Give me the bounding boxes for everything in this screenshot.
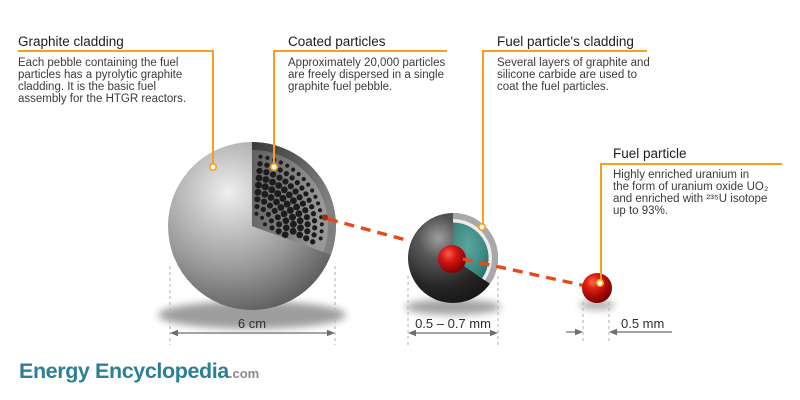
callout-fuel-particle: Fuel particle Highly enriched uranium in… <box>613 146 769 218</box>
callout-title: Coated particles <box>288 34 386 49</box>
dimension-arrows <box>176 331 672 334</box>
callout-body: Several layers of graphite and silicone … <box>497 57 650 93</box>
highlighted-particle-dot <box>321 214 329 221</box>
endpoint-dot-icon <box>595 278 604 287</box>
callout-title: Graphite cladding <box>18 34 124 49</box>
dimension-arrowheads <box>170 328 617 337</box>
pebble-shadow <box>158 301 346 329</box>
endpoint-dot-icon <box>477 223 486 232</box>
leader-particle-cladding <box>482 50 647 227</box>
callout-leader-lines <box>18 50 782 283</box>
callout-body: Highly enriched uranium in the form of u… <box>613 169 769 217</box>
dimension-label-fuel-kernel: 0.5 mm <box>621 316 665 331</box>
leader-graphite-cladding <box>18 50 214 167</box>
leader-endpoint-dots <box>209 163 604 287</box>
endpoint-dot-icon <box>209 163 218 172</box>
dimension-label-pebble: 6 cm <box>237 316 267 331</box>
dimension-label-coated-particle: 0.5 – 0.7 mm <box>415 316 491 331</box>
fuel-particle-sphere <box>582 273 612 303</box>
graphite-pebble-sphere <box>168 142 336 310</box>
dimension-guides <box>169 266 610 345</box>
leader-coated-particles <box>273 50 447 167</box>
endpoint-dot-icon <box>269 163 278 172</box>
fuel-kernel-shadow <box>579 300 615 310</box>
callout-title: Fuel particle <box>613 146 687 161</box>
coated-particle-sphere <box>408 213 499 303</box>
coated-particle-shadow <box>405 299 501 315</box>
callout-title: Fuel particle's cladding <box>497 34 634 49</box>
kernel-in-cutaway <box>438 245 466 273</box>
leader-fuel-particle <box>600 163 782 283</box>
zoom-dashed-line-2 <box>462 257 587 288</box>
callout-fuel-particle-cladding: Fuel particle's cladding Several layers … <box>497 34 650 94</box>
logo-wordmark: Energy Encyclopedia <box>19 359 229 383</box>
zoom-dashed-line-1 <box>327 217 411 243</box>
energy-encyclopedia-logo: Energy Encyclopedia.com <box>19 359 259 384</box>
callout-body: Approximately 20,000 particles are freel… <box>288 57 446 93</box>
callout-body: Each pebble containing the fuel particle… <box>18 57 187 105</box>
callout-coated-particles: Coated particles Approximately 20,000 pa… <box>288 34 446 94</box>
dispersed-particle-dots <box>254 154 324 245</box>
logo-domain-suffix: .com <box>228 366 260 381</box>
callout-graphite-cladding: Graphite cladding Each pebble containing… <box>18 34 187 106</box>
